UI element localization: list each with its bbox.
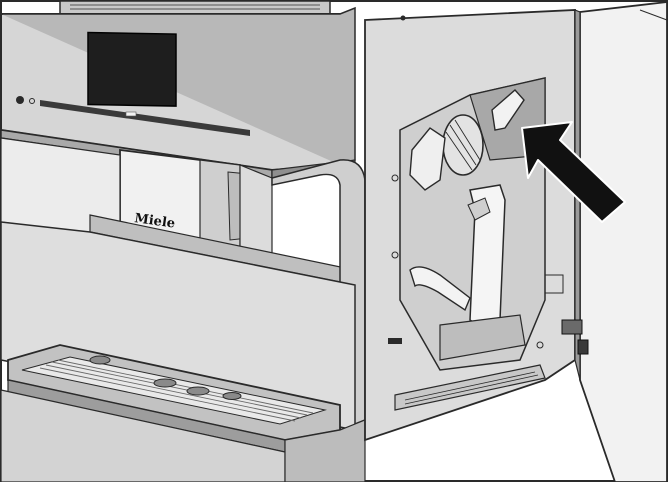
arrow-pointer-icon [521,121,626,223]
cup-rail [59,0,331,15]
display-screen [87,31,177,107]
door-panel [579,0,668,482]
door-hinge [561,319,583,335]
machine-body: Miele [0,0,366,482]
release-lever [491,89,525,131]
control-strip [40,100,250,136]
lower-body [0,221,356,431]
curved-handle [409,266,471,312]
base-drawer [439,314,526,361]
power-button [16,96,24,104]
drip-tray-grate [39,359,314,422]
machine-interior [364,9,576,442]
